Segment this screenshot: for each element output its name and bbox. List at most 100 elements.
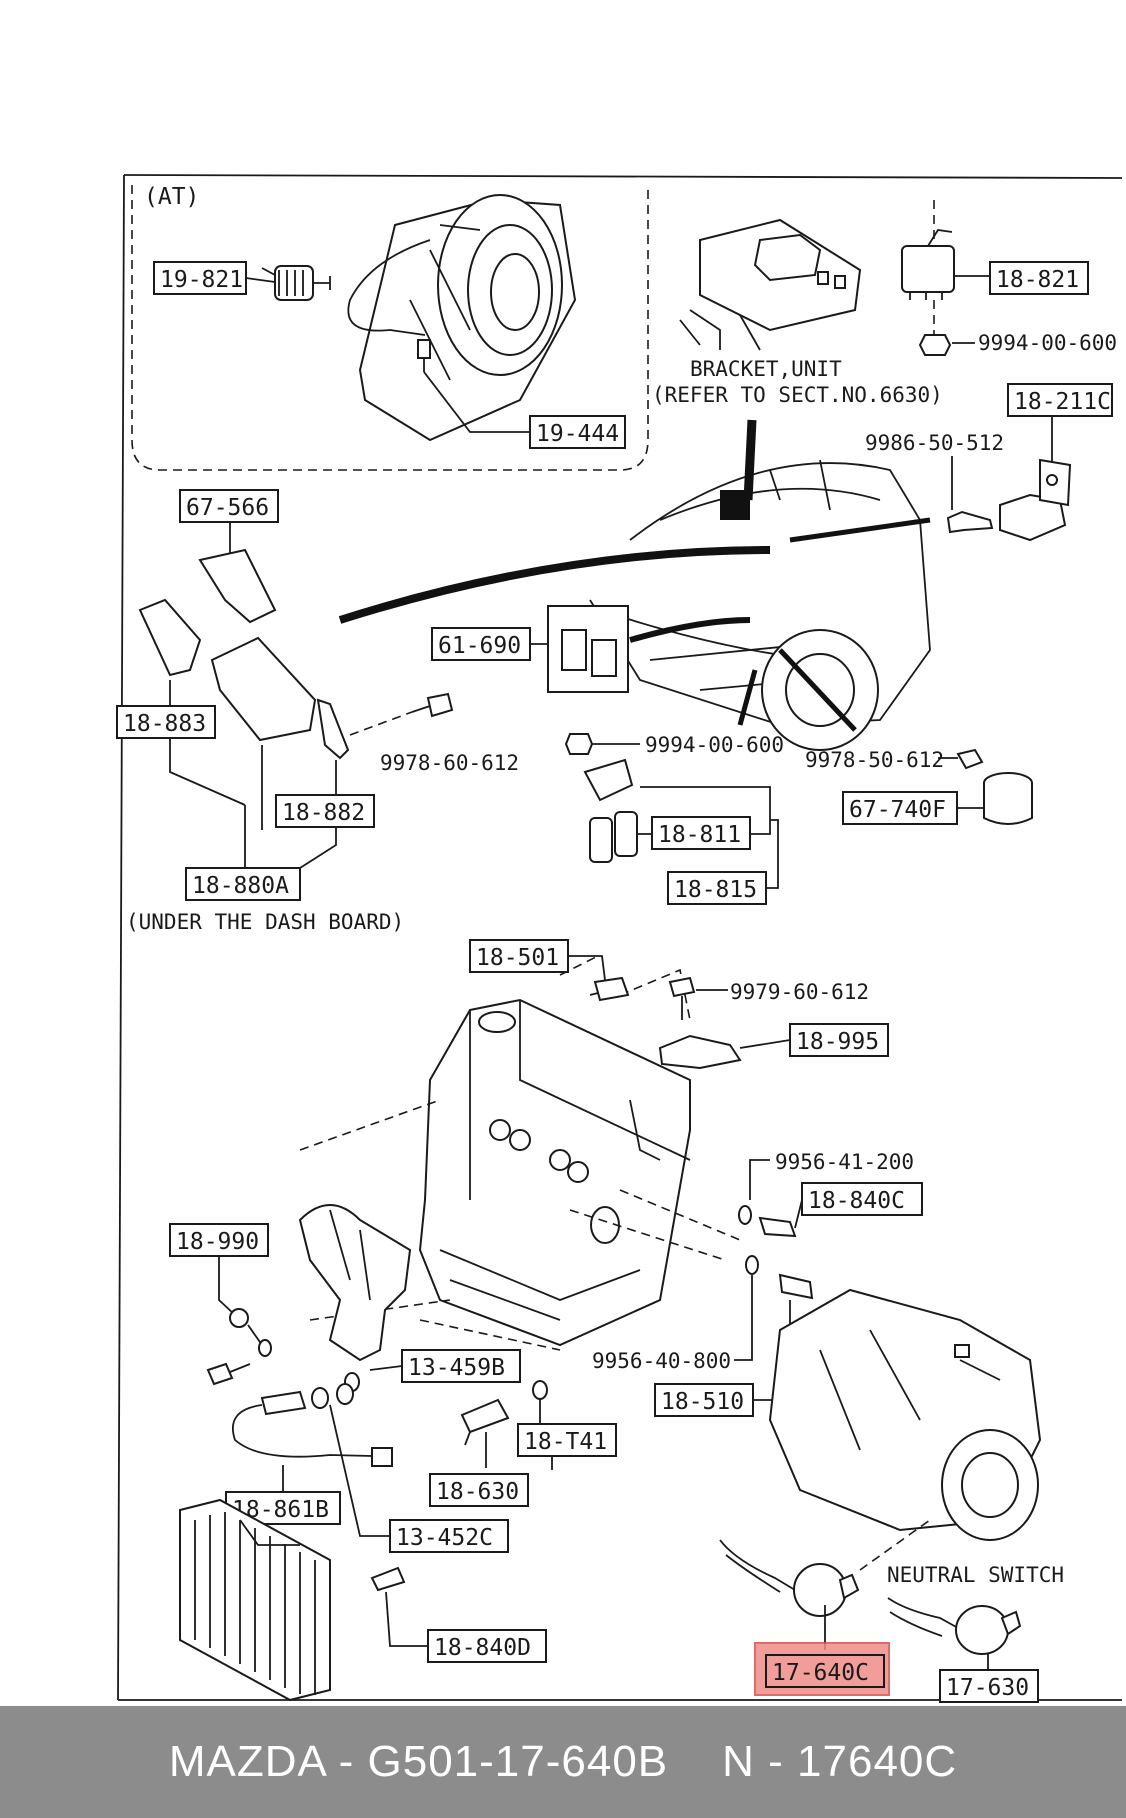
- label-18-882: 18-882: [275, 794, 375, 828]
- label-18-840D: 18-840D: [427, 1629, 547, 1663]
- at-sensor-19-821-drawing: [261, 265, 331, 301]
- control-unit-18-880A-drawing: [210, 636, 317, 742]
- sensor-67-740F-drawing: [983, 772, 1033, 825]
- pointer-to-dash: [338, 546, 771, 624]
- bracket-18-882-drawing: [316, 698, 350, 760]
- neutral-switch-note: NEUTRAL SWITCH: [887, 1563, 1064, 1587]
- label-17-630: 17-630: [939, 1669, 1039, 1703]
- label-18-815: 18-815: [667, 871, 767, 905]
- label-18-811: 18-811: [651, 816, 751, 850]
- cover-67-566-drawing: [198, 548, 277, 624]
- washer-small: [336, 1383, 354, 1405]
- relay-18-821-drawing: [901, 229, 955, 300]
- bracket-18-211C-drawing: [999, 458, 1072, 542]
- bracket-note-2: (REFER TO SECT.NO.6630): [652, 383, 943, 407]
- at-inset-border: [131, 185, 649, 471]
- label-17-640C: 17-640C: [765, 1654, 885, 1688]
- svg-text:18-840C: 18-840C: [808, 1188, 905, 1214]
- label-18-883: 18-883: [116, 705, 216, 739]
- svg-text:17-630: 17-630: [946, 1675, 1029, 1701]
- label-18-630: 18-630: [429, 1473, 529, 1507]
- manual-transmission-drawing: [768, 1288, 1042, 1541]
- label-18-821: 18-821: [989, 261, 1089, 295]
- switch-18-501-drawing: [589, 976, 630, 1002]
- switch-18-840C-drawing: [758, 1216, 797, 1238]
- relay-18-811-drawing: [589, 811, 638, 863]
- switch-18-510-drawing: [778, 1273, 814, 1300]
- label-18-880A: 18-880A: [185, 867, 301, 901]
- label-18-995: 18-995: [789, 1023, 889, 1057]
- automatic-transmission-drawing: [347, 194, 577, 442]
- part-9978-50-612: 9978-50-612: [805, 748, 944, 772]
- svg-text:18-821: 18-821: [996, 267, 1079, 293]
- neutral-switch-17-640C-drawing: [719, 1539, 860, 1650]
- unit-61-690-drawing: [547, 605, 629, 693]
- radiator-drawing: [179, 1498, 331, 1702]
- label-18-840C: 18-840C: [801, 1182, 923, 1216]
- nut-9994-00-600-lower: [564, 733, 594, 755]
- bracket-unit-drawing: [679, 218, 862, 351]
- svg-text:18-510: 18-510: [661, 1389, 744, 1415]
- part-9986-50-512: 9986-50-512: [865, 431, 1004, 455]
- car-front-drawing: [589, 459, 931, 751]
- dash-note: (UNDER THE DASH BOARD): [126, 910, 404, 934]
- svg-text:19-444: 19-444: [536, 421, 619, 447]
- part-9956-41-200: 9956-41-200: [775, 1150, 914, 1174]
- part-9979-60-612: 9979-60-612: [730, 980, 869, 1004]
- svg-text:67-566: 67-566: [186, 495, 269, 521]
- label-13-459B: 13-459B: [401, 1349, 521, 1383]
- footer-alt-part: N - 17640C: [722, 1737, 958, 1786]
- sensor-18-630-drawing: [460, 1398, 510, 1446]
- svg-text:18-815: 18-815: [674, 877, 757, 903]
- svg-text:17-640C: 17-640C: [772, 1660, 869, 1686]
- switch-18-840D-drawing: [370, 1566, 406, 1592]
- svg-text:18-811: 18-811: [658, 822, 741, 848]
- svg-text:13-452C: 13-452C: [396, 1525, 493, 1551]
- svg-text:18-T41: 18-T41: [524, 1429, 607, 1455]
- svg-text:18-990: 18-990: [176, 1229, 259, 1255]
- part-9994-00-600-lower: 9994-00-600: [645, 733, 784, 757]
- washer-9956-40-800: [745, 1255, 759, 1275]
- sensor-18-861B-drawing: [232, 1390, 393, 1467]
- manifold-18-990-drawing: [298, 1204, 412, 1362]
- nut-9994-00-600-upper: [918, 334, 952, 356]
- label-67-566: 67-566: [179, 489, 279, 523]
- washer-18-T41: [532, 1380, 548, 1400]
- bolt-9978-60-612-drawing: [411, 692, 454, 718]
- part-9994-00-600-upper: 9994-00-600: [978, 331, 1117, 355]
- footer-brand-part: MAZDA - G501-17-640B: [168, 1737, 669, 1786]
- washer-13-452C: [311, 1387, 329, 1409]
- svg-text:18-211C: 18-211C: [1014, 389, 1111, 415]
- svg-text:18-995: 18-995: [796, 1029, 879, 1055]
- label-18-501: 18-501: [469, 939, 569, 973]
- svg-text:18-880A: 18-880A: [192, 873, 289, 899]
- engine-block-drawing: [418, 998, 691, 1347]
- parts-diagram: (AT) 19-821 19-444 BRACKET,UNIT (REFER T…: [116, 174, 1123, 1703]
- label-67-740F: 67-740F: [842, 791, 958, 825]
- svg-text:18-501: 18-501: [476, 945, 559, 971]
- bolt-manifold-drawing: [206, 1362, 251, 1386]
- svg-text:18-882: 18-882: [282, 800, 365, 826]
- label-19-821: 19-821: [153, 261, 247, 295]
- bracket-note-1: BRACKET,UNIT: [690, 357, 842, 381]
- pointer-to-bracket: [743, 419, 757, 501]
- svg-text:61-690: 61-690: [438, 633, 521, 659]
- label-18-T41: 18-T41: [517, 1423, 617, 1457]
- bracket-18-883-drawing: [138, 598, 202, 677]
- svg-text:18-630: 18-630: [436, 1479, 519, 1505]
- pointer-to-61-690: [629, 617, 751, 643]
- gasket-drawing: [229, 1308, 249, 1328]
- pointer-to-18-811: [737, 669, 758, 726]
- svg-text:13-459B: 13-459B: [408, 1355, 505, 1381]
- pointer-to-67-740F: [778, 648, 857, 732]
- bolt-9986-50-512-drawing: [946, 510, 994, 534]
- bracket-location-mark: [720, 490, 750, 520]
- part-9978-60-612: 9978-60-612: [380, 751, 519, 775]
- label-13-452C: 13-452C: [389, 1519, 509, 1553]
- sensor-18-995-drawing: [658, 1034, 742, 1070]
- at-label: (AT): [144, 184, 199, 210]
- part-number-footer: MAZDA - G501-17-640B N - 17640C: [0, 1706, 1126, 1818]
- svg-text:19-821: 19-821: [160, 267, 243, 293]
- label-18-510: 18-510: [654, 1383, 754, 1417]
- part-9956-40-800: 9956-40-800: [592, 1349, 731, 1373]
